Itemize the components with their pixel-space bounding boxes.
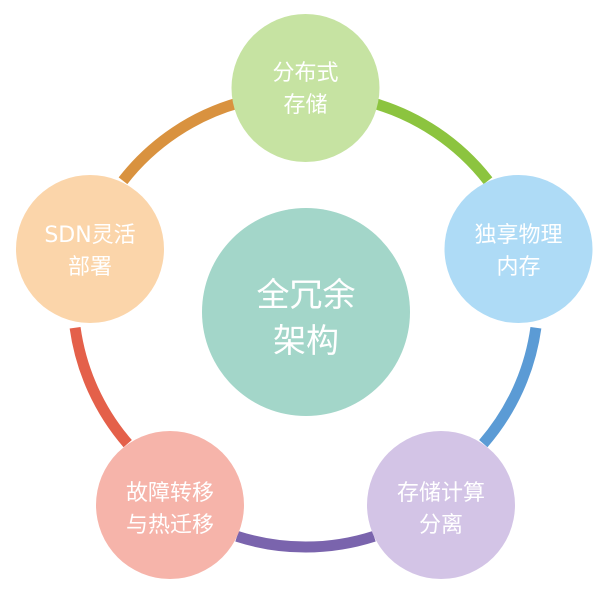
center-hub-circle <box>202 208 410 416</box>
node-label-line-2: 存储 <box>283 93 327 118</box>
arc-sdn-to-distributed <box>118 97 241 185</box>
center-hub-line-1: 全冗余 <box>257 275 356 314</box>
node-label-line-2: 与热迁移 <box>126 513 214 538</box>
node-label-line-1: 存储计算 <box>397 481 485 506</box>
node-sdn-flexible-deployment: SDN灵活 部署 <box>16 175 164 323</box>
connector-ring <box>69 97 542 553</box>
arc-memory-to-separation <box>479 326 542 448</box>
node-label-line-1: 分布式 <box>272 61 338 86</box>
arc-failover-to-sdn <box>69 326 132 448</box>
node-label-line-2: 分离 <box>419 513 463 538</box>
node-exclusive-memory: 独享物理 内存 <box>444 175 593 323</box>
node-distributed-storage: 分布式 存储 <box>231 14 380 162</box>
node-label-line-1: 独享物理 <box>474 223 562 248</box>
node-circle <box>367 431 515 579</box>
node-label-line-1: SDN灵活 <box>44 223 135 248</box>
node-circle <box>96 431 244 579</box>
node-circle <box>444 175 593 323</box>
arc-separation-to-failover <box>235 531 376 553</box>
node-label-line-1: 故障转移 <box>126 481 214 506</box>
arc-distributed-to-memory <box>370 97 493 185</box>
node-circle <box>231 14 380 162</box>
center-hub: 全冗余 架构 <box>202 208 410 416</box>
node-label-line-2: 内存 <box>496 255 540 280</box>
center-hub-line-2: 架构 <box>273 321 339 360</box>
node-failover-live-migration: 故障转移 与热迁移 <box>96 431 244 579</box>
node-label-line-2: 部署 <box>68 255 112 280</box>
node-storage-compute-separation: 存储计算 分离 <box>367 431 515 579</box>
node-circle <box>16 175 164 323</box>
